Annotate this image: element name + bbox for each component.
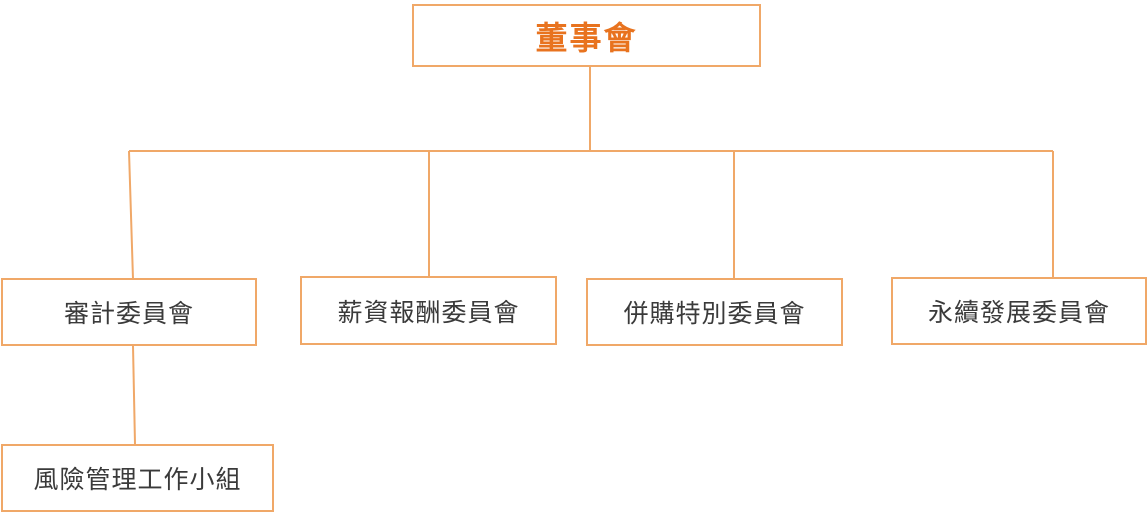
connector-audit-to-risk xyxy=(132,345,136,445)
audit-committee-box: 審計委員會 xyxy=(1,278,257,346)
connector-to-audit xyxy=(128,150,134,280)
sustainability-committee-box: 永續發展委員會 xyxy=(891,277,1147,345)
board-of-directors-label: 董事會 xyxy=(535,18,638,57)
board-of-directors-box: 董事會 xyxy=(412,4,761,67)
merger-committee-box: 併購特別委員會 xyxy=(586,278,843,346)
risk-management-group-label: 風險管理工作小組 xyxy=(33,465,242,494)
sustainability-committee-label: 永續發展委員會 xyxy=(927,298,1110,327)
merger-committee-label: 併購特別委員會 xyxy=(623,299,806,328)
compensation-committee-label: 薪資報酬委員會 xyxy=(337,297,520,327)
audit-committee-label: 審計委員會 xyxy=(63,299,194,328)
compensation-committee-box: 薪資報酬委員會 xyxy=(300,276,557,345)
risk-management-group-box: 風險管理工作小組 xyxy=(1,444,274,512)
